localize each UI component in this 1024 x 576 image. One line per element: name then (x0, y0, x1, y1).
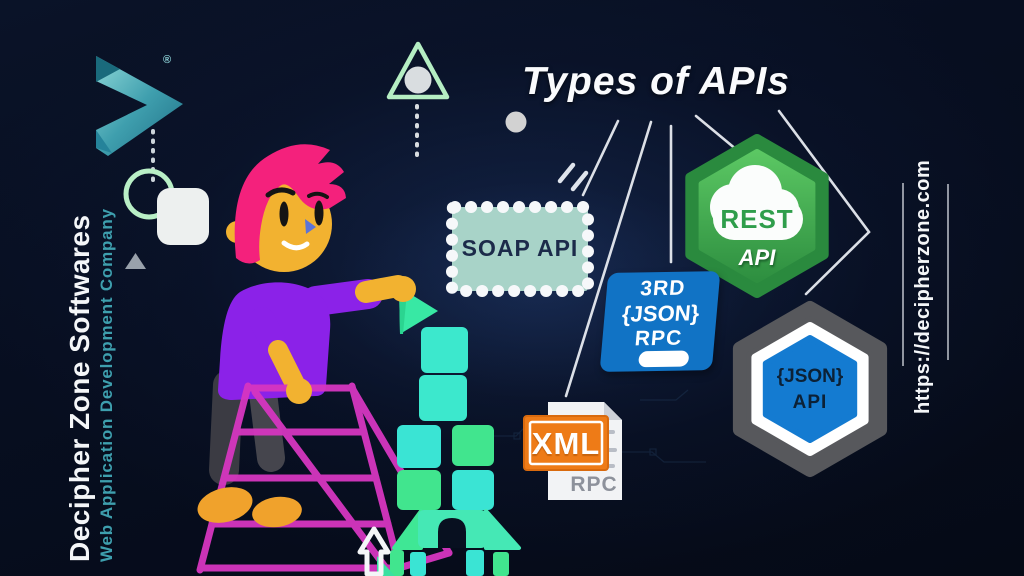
logo-decorations (123, 129, 209, 269)
small-triangle-icon (125, 253, 146, 269)
json-rpc-card: 3RD {JSON} RPC (599, 271, 721, 372)
line-to-rest (694, 114, 739, 152)
head (226, 144, 346, 272)
website-url[interactable]: https://decipherzone.com (912, 159, 934, 414)
company-name: Decipher Zone Softwares (64, 214, 95, 562)
right-shoe (252, 496, 302, 528)
gate-left-ramp (392, 509, 423, 550)
nose (305, 219, 316, 234)
line-to-xml (564, 120, 653, 398)
rounded-square-icon (157, 188, 209, 245)
chevron-line (777, 109, 871, 296)
character-over-ladder (197, 378, 312, 528)
arrow-up-icon (357, 526, 395, 576)
slash-marks (557, 162, 589, 192)
json-api-hexagon-badge (732, 301, 888, 477)
left-eye (279, 201, 289, 227)
xml-badge (523, 415, 609, 471)
json-api-line1: {JSON} (776, 366, 844, 387)
url-divider-lines (902, 183, 949, 366)
ladder (196, 382, 453, 574)
hair (234, 144, 346, 264)
left-brow (265, 187, 296, 198)
stamp-perforation (446, 201, 594, 297)
gate-right-ramp (484, 509, 521, 550)
line-to-soap (581, 119, 620, 197)
decipher-zone-logo (96, 56, 183, 156)
gate-arch-opening (438, 518, 466, 548)
right-hand (390, 276, 416, 302)
dot-icon (505, 111, 527, 133)
registered-mark: ® (163, 54, 172, 66)
page-title: Types of APIs (521, 60, 790, 103)
left-shoe (197, 487, 253, 523)
json-api-line2: API (792, 392, 828, 413)
builder-character (209, 144, 438, 485)
connector-lines (564, 109, 871, 398)
building-blocks (390, 327, 521, 576)
soap-stamp (446, 201, 594, 297)
xml-badge-label: XML (531, 426, 601, 461)
smile (281, 240, 310, 251)
json-rpc-line3: RPC (633, 326, 684, 351)
right-brow (307, 191, 329, 199)
json-rpc-line1: 3RD (639, 276, 687, 301)
rest-api-suffix: API (738, 245, 776, 270)
right-eye (314, 200, 324, 226)
company-tagline: Web Application Development Company (97, 208, 116, 562)
xml-document-icon (523, 402, 622, 500)
xml-rpc-label: RPC (570, 473, 618, 496)
rest-api-name: REST (720, 204, 794, 234)
beacon-triangle-icon (386, 41, 450, 165)
json-rpc-pill (637, 350, 690, 368)
json-rpc-line2: {JSON} (621, 300, 701, 327)
rest-hexagon-badge (685, 134, 829, 298)
soap-api-label: SOAP API (461, 235, 579, 261)
left-hand (286, 378, 312, 404)
cloud-icon (710, 165, 803, 240)
